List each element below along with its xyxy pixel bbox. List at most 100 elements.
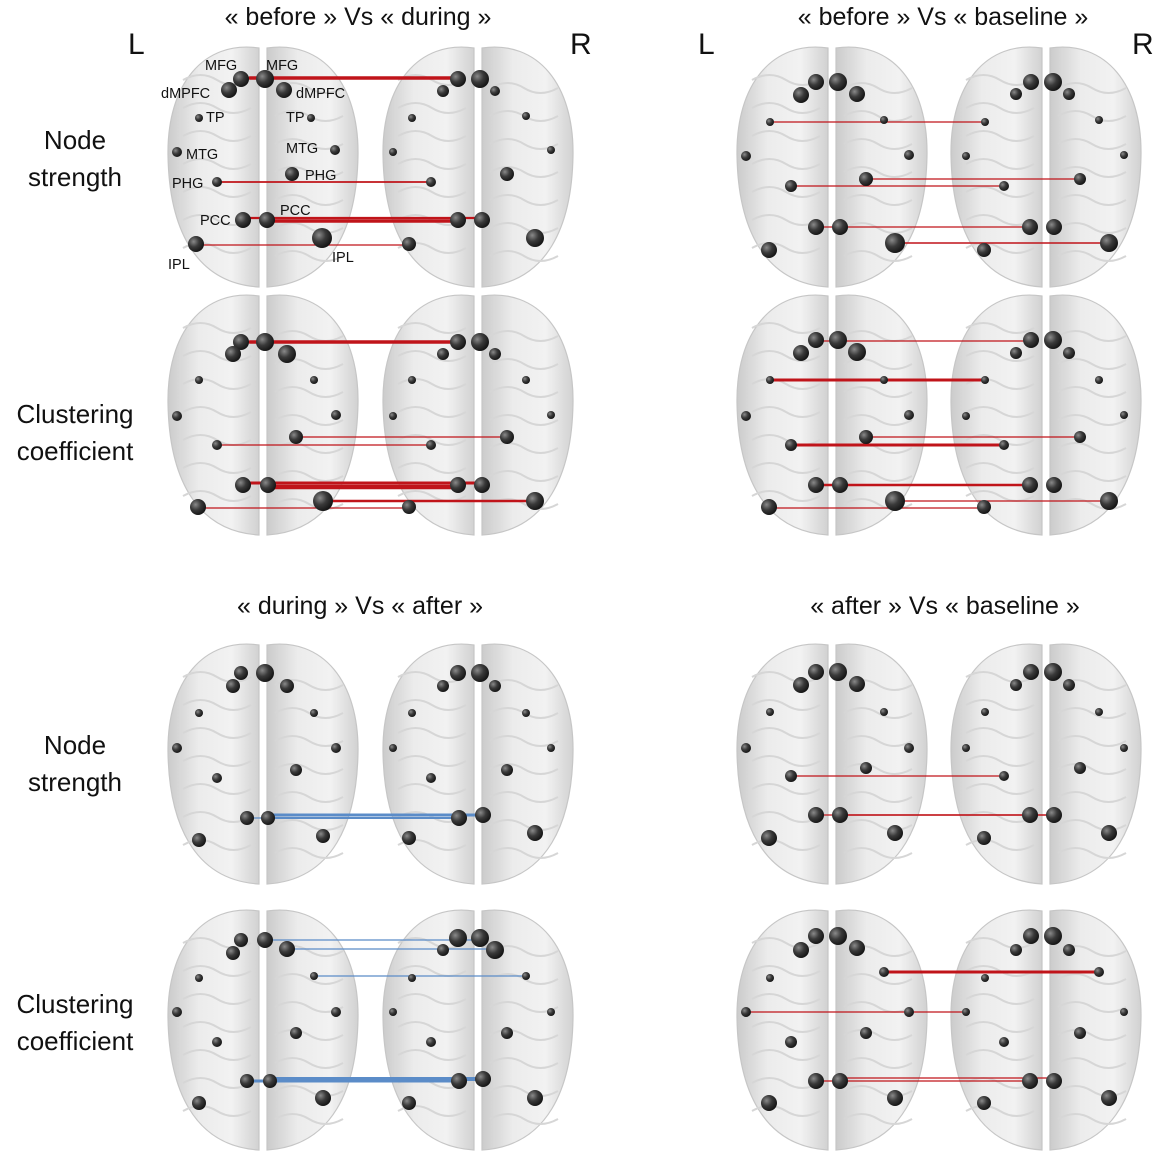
network-node bbox=[389, 744, 397, 752]
left-hemisphere-outline bbox=[736, 46, 829, 288]
network-node bbox=[829, 73, 847, 91]
brain-outline bbox=[382, 643, 574, 885]
network-node bbox=[849, 940, 865, 956]
panel-title-before-baseline: « before » Vs « baseline » bbox=[797, 3, 1089, 31]
gyrus-line bbox=[1057, 386, 1127, 398]
gyrus-line bbox=[489, 82, 559, 94]
network-node bbox=[741, 743, 751, 753]
left-hemisphere-marker: L bbox=[128, 28, 145, 61]
gyrus-line bbox=[843, 1057, 913, 1069]
gyrus-line bbox=[182, 322, 252, 334]
gyrus-line bbox=[182, 699, 252, 711]
left-hemisphere-outline bbox=[167, 46, 260, 288]
brain-region-label: MTG bbox=[186, 147, 218, 163]
gyrus-line bbox=[1057, 498, 1127, 510]
network-node bbox=[212, 440, 222, 450]
brain-outline bbox=[382, 46, 574, 288]
gyrus-line bbox=[751, 727, 821, 739]
network-node bbox=[1023, 332, 1039, 348]
brain-region-label: PHG bbox=[172, 176, 203, 192]
gyrus-line bbox=[843, 973, 913, 985]
gyrus-line bbox=[397, 783, 467, 795]
network-node bbox=[402, 237, 416, 251]
gyrus-line bbox=[397, 322, 467, 334]
network-node bbox=[172, 147, 182, 157]
gyrus-line bbox=[965, 102, 1035, 114]
network-node bbox=[547, 1008, 555, 1016]
right-hemisphere-marker-2: R bbox=[1132, 28, 1154, 61]
gyrus-line bbox=[397, 727, 467, 739]
gyrus-line bbox=[965, 1077, 1035, 1089]
gyrus-line bbox=[751, 783, 821, 795]
gyrus-line bbox=[397, 186, 467, 198]
left-hemisphere-outline bbox=[167, 909, 260, 1151]
network-node bbox=[1100, 234, 1118, 252]
gyrus-line bbox=[1057, 1113, 1127, 1125]
gyrus-line bbox=[489, 763, 559, 775]
gyrus-line bbox=[489, 1029, 559, 1041]
gyrus-line bbox=[489, 442, 559, 454]
network-node bbox=[402, 500, 416, 514]
row-label-line: coefficient bbox=[16, 436, 134, 466]
network-node bbox=[785, 1036, 797, 1048]
gyrus-line bbox=[843, 791, 913, 803]
network-node bbox=[999, 771, 1009, 781]
network-node bbox=[981, 118, 989, 126]
gyrus-line bbox=[751, 671, 821, 683]
network-node bbox=[785, 439, 797, 451]
network-node bbox=[259, 212, 275, 228]
network-node bbox=[212, 773, 222, 783]
network-node bbox=[1095, 376, 1103, 384]
gyrus-line bbox=[751, 811, 821, 823]
row-label-line: strength bbox=[28, 162, 122, 192]
brain-region-label: IPL bbox=[168, 257, 190, 273]
network-node bbox=[1095, 116, 1103, 124]
network-node bbox=[880, 708, 888, 716]
network-node bbox=[437, 85, 449, 97]
network-node bbox=[289, 430, 303, 444]
right-hemisphere-outline bbox=[835, 46, 928, 288]
left-hemisphere-outline bbox=[950, 643, 1043, 885]
network-node bbox=[1046, 807, 1062, 823]
gyrus-line bbox=[751, 965, 821, 977]
network-node bbox=[977, 831, 991, 845]
network-node bbox=[1046, 1073, 1062, 1089]
right-hemisphere-outline bbox=[1049, 46, 1142, 288]
gyrus-line bbox=[843, 707, 913, 719]
network-node bbox=[489, 680, 501, 692]
network-node bbox=[808, 332, 824, 348]
network-node bbox=[887, 1090, 903, 1106]
network-node bbox=[1074, 173, 1086, 185]
network-node bbox=[475, 1071, 491, 1087]
network-node bbox=[999, 440, 1009, 450]
gyrus-line bbox=[843, 847, 913, 859]
gyrus-line bbox=[751, 322, 821, 334]
gyrus-line bbox=[965, 158, 1035, 170]
network-node bbox=[1074, 431, 1086, 443]
network-node bbox=[1095, 708, 1103, 716]
gyrus-line bbox=[182, 811, 252, 823]
gyrus-line bbox=[182, 102, 252, 114]
network-node bbox=[195, 974, 203, 982]
gyrus-line bbox=[1057, 763, 1127, 775]
gyrus-line bbox=[843, 194, 913, 206]
network-node bbox=[808, 74, 824, 90]
network-node bbox=[426, 1037, 436, 1047]
network-node bbox=[793, 87, 809, 103]
network-node bbox=[808, 477, 824, 493]
network-node bbox=[1120, 744, 1128, 752]
gyrus-line bbox=[489, 847, 559, 859]
network-node bbox=[741, 1007, 751, 1017]
gyrus-line bbox=[843, 250, 913, 262]
gyrus-line bbox=[489, 386, 559, 398]
network-node bbox=[977, 243, 991, 257]
brain-region-label: PCC bbox=[280, 203, 311, 219]
network-node bbox=[310, 972, 318, 980]
network-node bbox=[526, 229, 544, 247]
network-node bbox=[1022, 477, 1038, 493]
gyrus-line bbox=[843, 763, 913, 775]
right-hemisphere-outline bbox=[481, 643, 574, 885]
network-node bbox=[1010, 944, 1022, 956]
network-node bbox=[290, 1027, 302, 1039]
